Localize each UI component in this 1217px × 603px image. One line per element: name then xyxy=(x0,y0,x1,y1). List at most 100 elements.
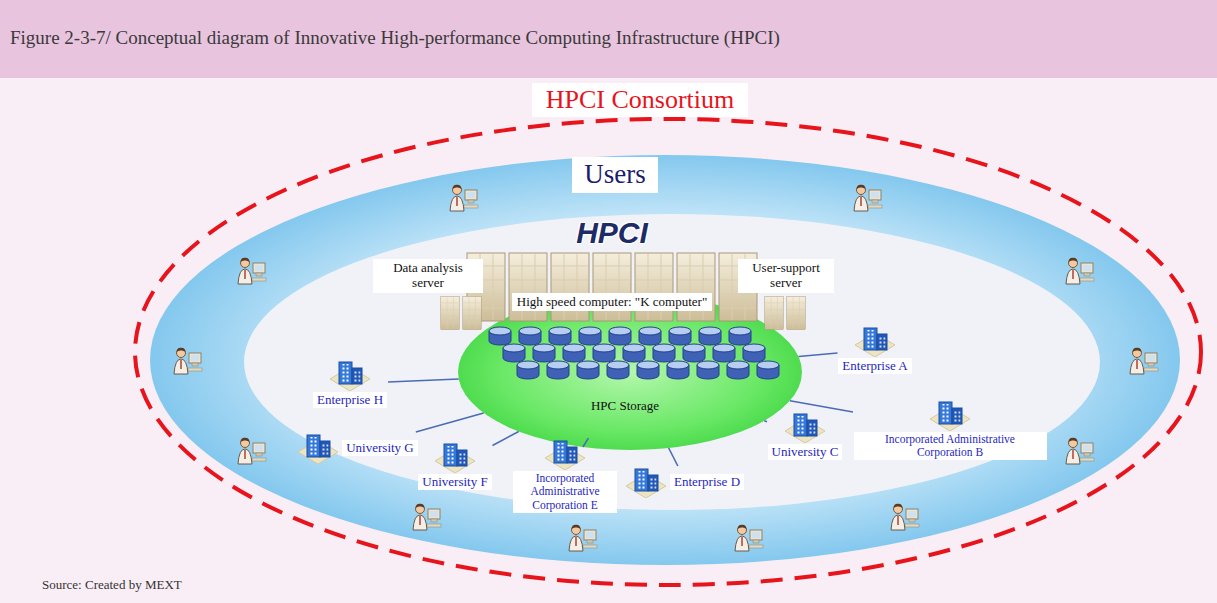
organization-node: Enterprise A xyxy=(838,325,913,375)
illustration-part xyxy=(441,296,459,329)
storage-disk xyxy=(577,361,599,379)
network-link xyxy=(493,431,519,445)
illustration-part xyxy=(719,253,757,321)
storage-cylinders xyxy=(489,327,779,379)
source-caption: Source: Created by MEXT xyxy=(42,577,182,593)
organization-node: University G xyxy=(298,432,419,464)
storage-ellipse: HPC Storage xyxy=(458,294,802,450)
building-icon xyxy=(435,444,475,473)
organization-label: University F xyxy=(418,474,491,491)
storage-disk xyxy=(547,361,569,379)
storage-disk xyxy=(519,327,541,345)
users-ring: UsersHPCIData analysis serverHigh speed … xyxy=(150,155,1180,565)
server-label: User-support server xyxy=(738,259,835,293)
organization-label: University C xyxy=(768,444,843,461)
network-link xyxy=(669,448,678,466)
building-icon xyxy=(785,414,825,443)
caption-holder: Source: Created by MEXT xyxy=(42,577,182,593)
network-link xyxy=(799,353,838,357)
organization-node: University C xyxy=(767,411,843,461)
storage-disk xyxy=(743,344,765,362)
storage-disk xyxy=(593,344,615,362)
illustration-part xyxy=(174,348,202,374)
storage-disk xyxy=(609,327,631,345)
region-label: Users xyxy=(572,157,658,192)
storage-disk xyxy=(683,344,705,362)
illustration-part xyxy=(1066,438,1094,464)
user-figures xyxy=(174,185,1158,551)
building-icon xyxy=(930,399,970,431)
region-label: HPCI xyxy=(576,216,648,249)
label-holder: HPC Storage xyxy=(591,398,659,414)
outline-shape xyxy=(458,294,802,450)
illustration-part xyxy=(413,504,441,530)
illustration-part xyxy=(593,253,631,321)
building-icon xyxy=(626,469,666,498)
network-link xyxy=(583,438,589,447)
ellipse-outline xyxy=(458,294,802,450)
illustration-part xyxy=(238,258,266,284)
network-link xyxy=(790,401,853,412)
illustration-part xyxy=(891,504,919,530)
server-label: User-support server xyxy=(738,259,834,293)
figure-title: Figure 2-3-7/ Conceptual diagram of Inno… xyxy=(10,27,780,49)
ellipse-outline xyxy=(150,155,1180,565)
illustration-part xyxy=(1130,348,1158,374)
organization-label: Enterprise D xyxy=(670,474,744,491)
region-label: HPCI Consortium xyxy=(532,83,749,118)
storage-disk xyxy=(697,361,719,379)
organization-label: Incorporated Administrative Corporation … xyxy=(513,471,617,513)
storage-disk xyxy=(639,327,661,345)
illustration-part xyxy=(765,296,783,329)
illustration-part xyxy=(238,438,266,464)
storage-disk xyxy=(699,327,721,345)
storage-disk xyxy=(489,327,511,345)
network-link xyxy=(416,413,484,432)
organization-label: Enterprise H xyxy=(313,392,387,409)
computer-label: High speed computer: "K computer" xyxy=(512,293,714,312)
label-holder: HPCI xyxy=(576,216,648,249)
organization-node: University F xyxy=(418,441,493,491)
organization-label: Incorporated Administrative Corporation … xyxy=(854,432,1047,460)
building-icon xyxy=(626,466,666,498)
title-holder: Figure 2-3-7/ Conceptual diagram of Inno… xyxy=(10,27,780,49)
building-icon xyxy=(930,402,970,431)
storage-disk xyxy=(653,344,675,362)
building-icon xyxy=(298,435,338,464)
building-icon xyxy=(298,432,338,464)
ellipse-outline xyxy=(244,214,1100,510)
building-icon xyxy=(855,328,895,357)
storage-disk xyxy=(533,344,555,362)
organization-label: University G xyxy=(342,440,418,457)
title-band: Figure 2-3-7/ Conceptual diagram of Inno… xyxy=(0,0,1217,78)
consortium-outline: HPCI ConsortiumUsersHPCIData analysis se… xyxy=(133,117,1203,587)
illustration-part xyxy=(677,253,715,321)
k-computer-racks xyxy=(467,253,757,321)
illustration-part xyxy=(450,185,478,211)
illustration-part xyxy=(854,185,882,211)
storage-disk xyxy=(729,327,751,345)
illustration-part xyxy=(787,296,805,329)
organization-label: Enterprise A xyxy=(838,358,911,375)
building-icon xyxy=(545,441,585,470)
illustration-part xyxy=(569,525,597,551)
building-icon xyxy=(545,438,585,470)
illustration-part xyxy=(509,253,547,321)
network-link xyxy=(388,379,459,382)
region-label: HPC Storage xyxy=(591,398,659,414)
storage-disk xyxy=(549,327,571,345)
storage-disk xyxy=(637,361,659,379)
server-cabinets xyxy=(441,296,805,329)
illustration-part xyxy=(1066,258,1094,284)
storage-disk xyxy=(669,327,691,345)
hpci-area: HPCIData analysis serverHigh speed compu… xyxy=(244,214,1100,510)
organization-node: Incorporated Administrative Corporation … xyxy=(853,399,1047,460)
storage-disk xyxy=(623,344,645,362)
storage-disk xyxy=(713,344,735,362)
storage-disk xyxy=(517,361,539,379)
ellipse-outline xyxy=(135,119,1201,585)
building-icon xyxy=(785,411,825,443)
illustration-part xyxy=(551,253,589,321)
illustration-part xyxy=(463,296,481,329)
